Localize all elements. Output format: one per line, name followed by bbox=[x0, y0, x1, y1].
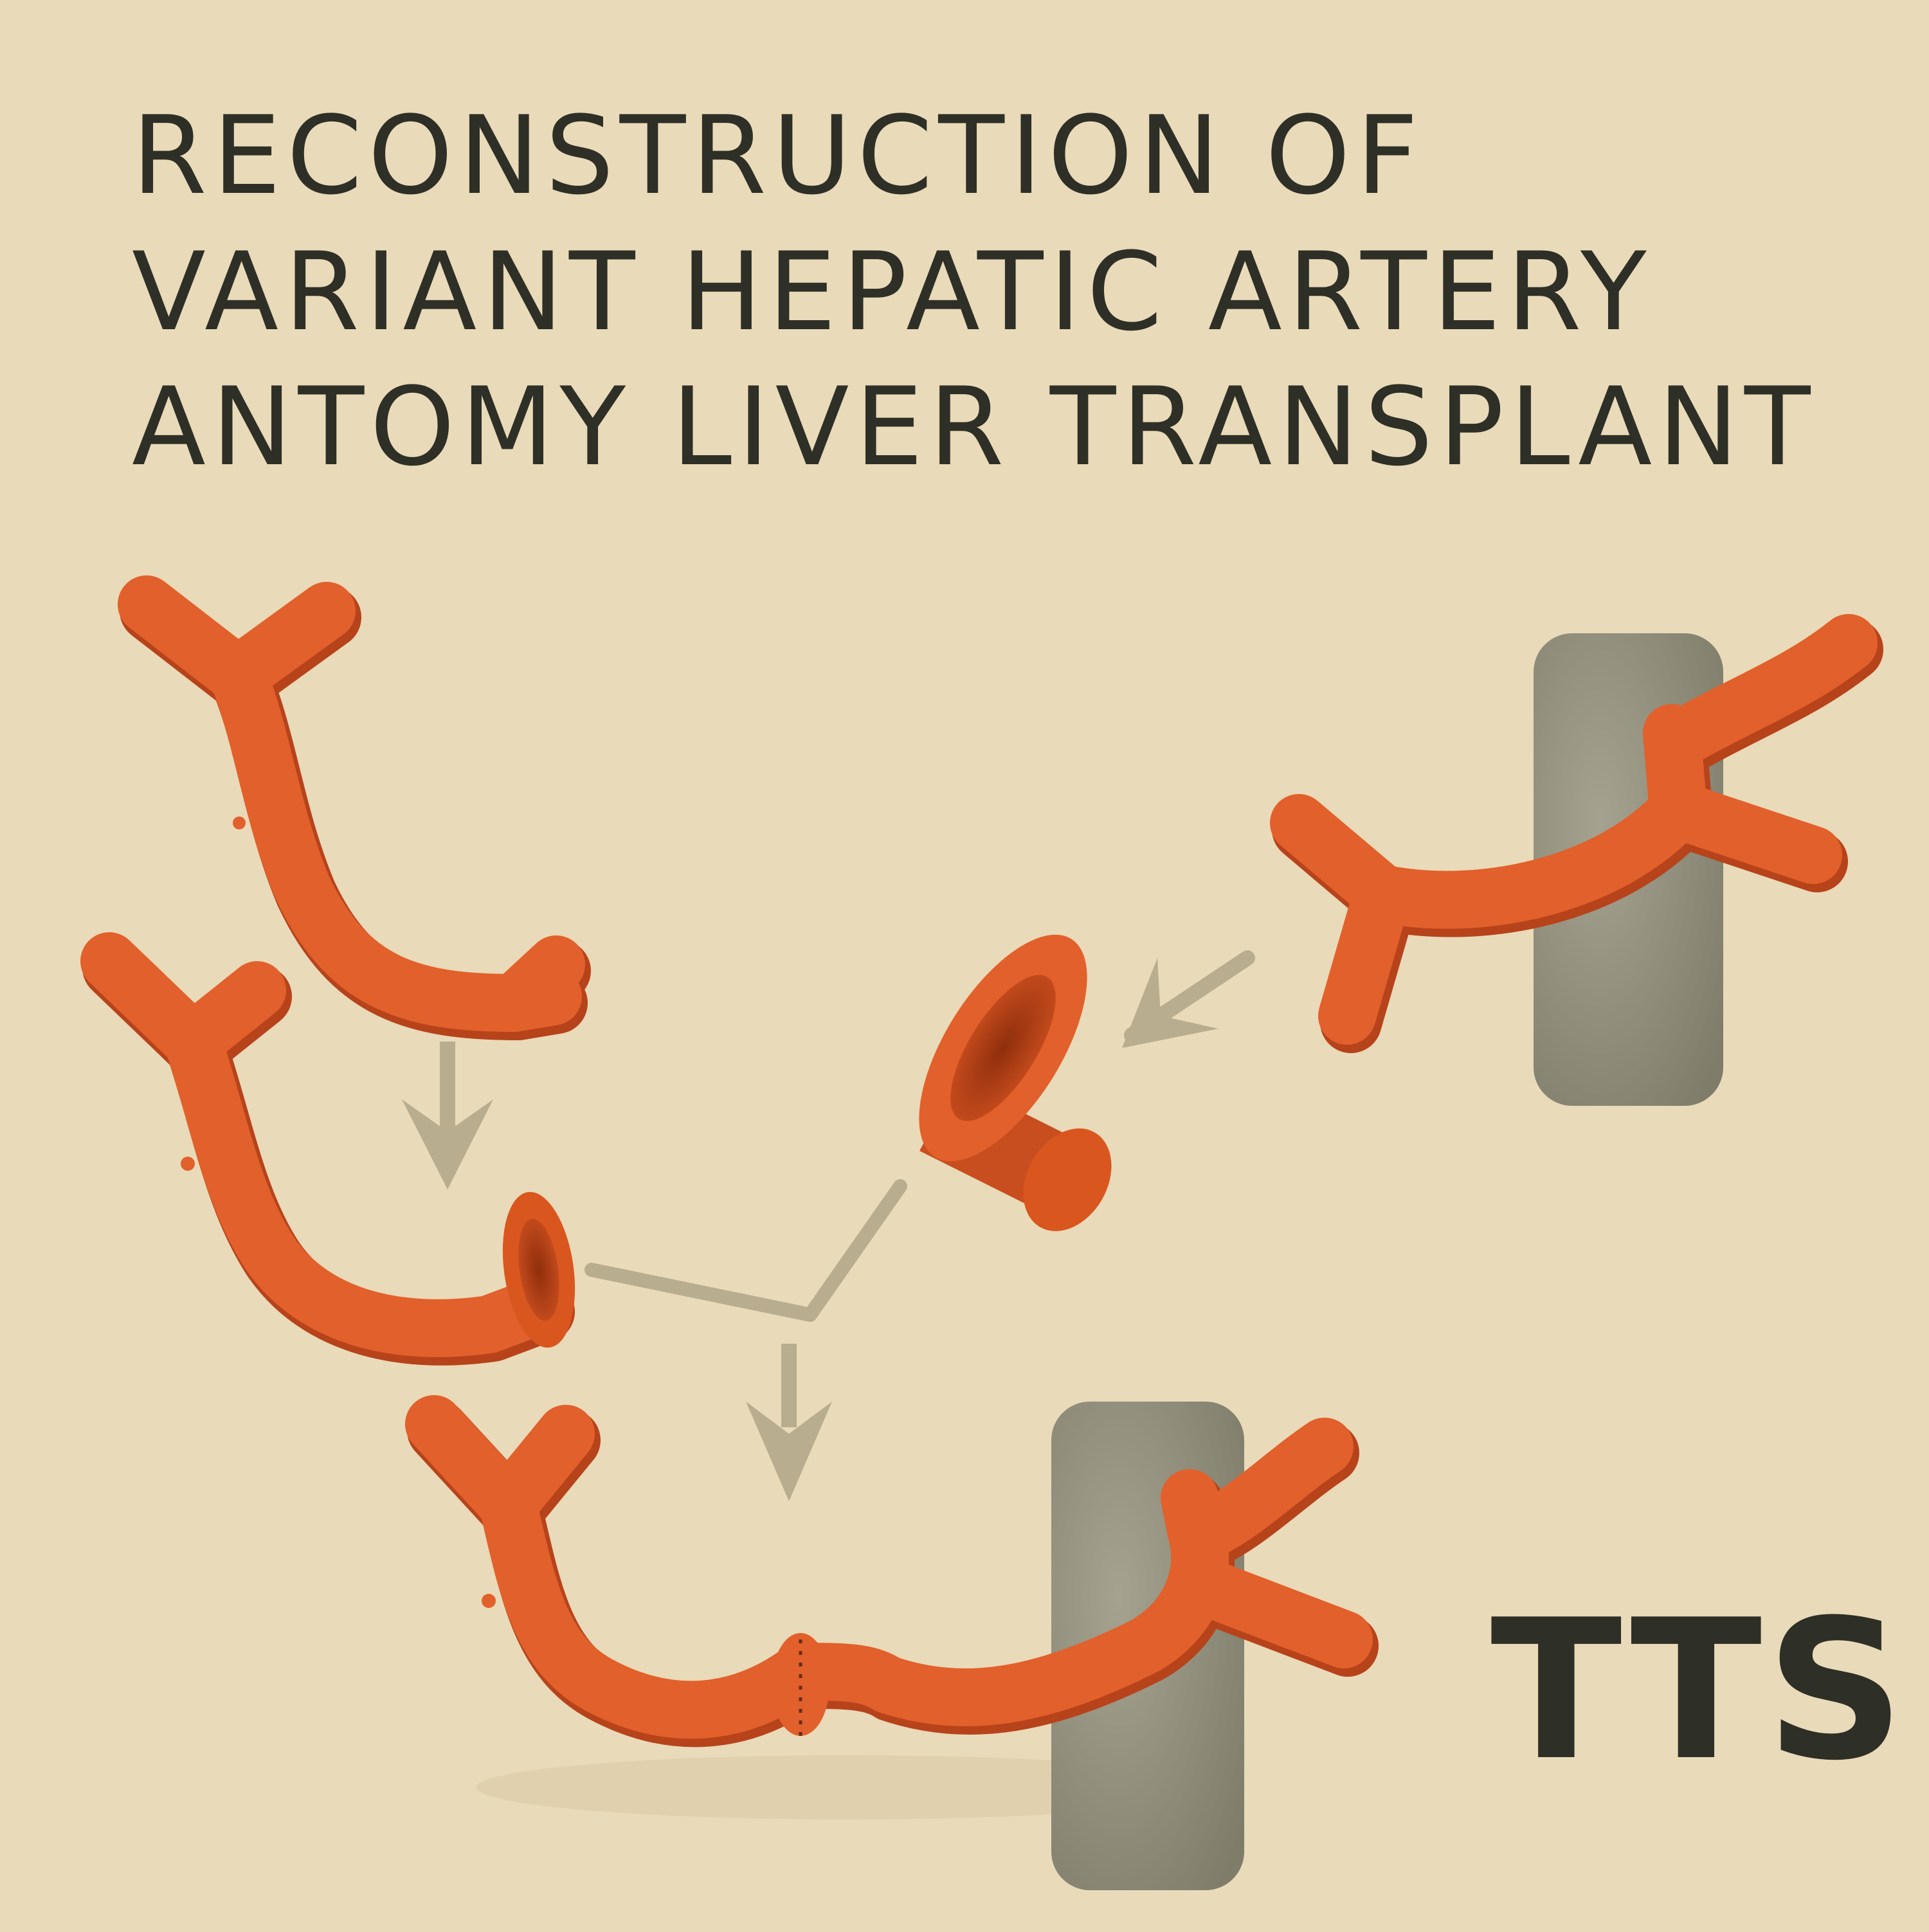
donor-artery-with-cuff bbox=[80, 932, 575, 1366]
down-arrow-left bbox=[402, 1042, 493, 1189]
reconstructed-artery-with-aorta bbox=[405, 1395, 1379, 1890]
title-line-1: RECONSTRUCTION OF bbox=[132, 93, 1424, 219]
down-arrow-center bbox=[746, 1344, 832, 1501]
recipient-artery-with-aorta bbox=[1270, 614, 1883, 1106]
donor-artery-y-branch bbox=[118, 575, 591, 1040]
title-line-3: ANTOMY LIVER TRANSPLANT bbox=[132, 364, 1816, 490]
title-line-2: VARIANT HEPATIC ARTERY bbox=[132, 229, 1653, 355]
diagonal-arrow-right bbox=[1122, 950, 1255, 1048]
logo-text: TTS bbox=[1490, 1578, 1909, 1803]
merge-connector bbox=[584, 1179, 907, 1322]
aortic-patch-cuff bbox=[919, 934, 1112, 1231]
